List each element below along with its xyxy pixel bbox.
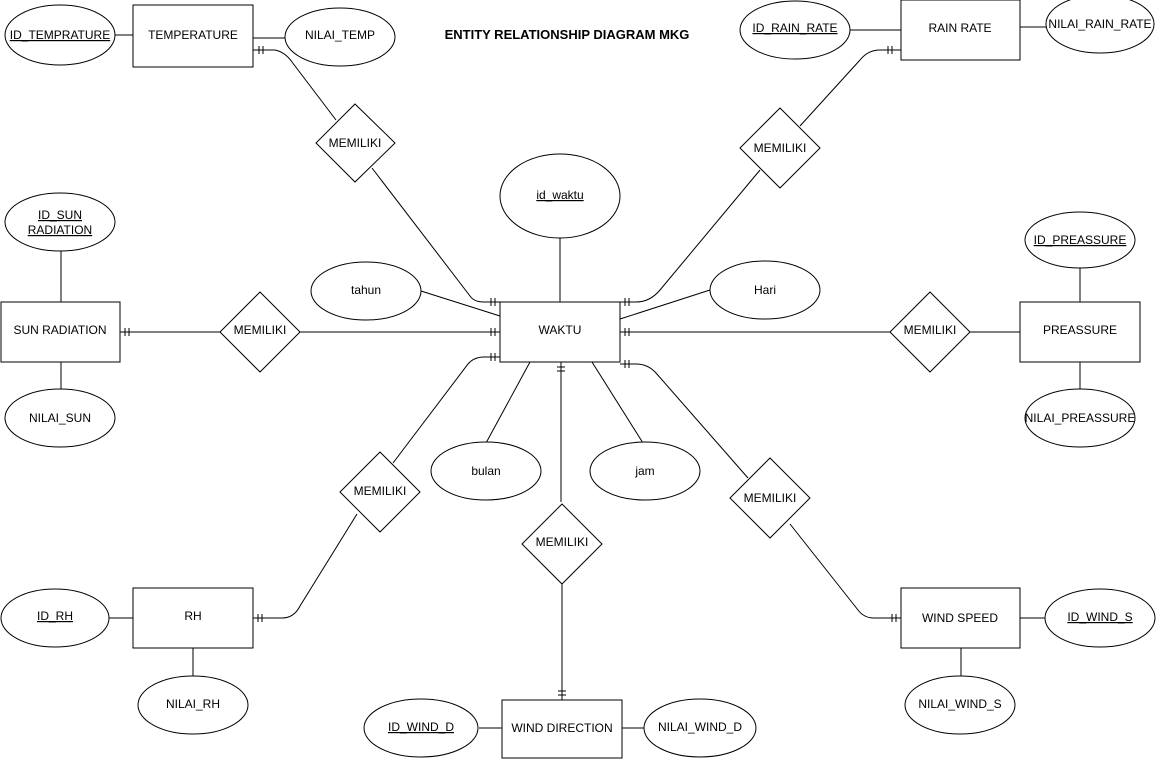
attr-id-preassure[interactable]: ID_PREASSURE <box>1024 211 1136 269</box>
attr-nilai-wind-s[interactable]: NILAI_WIND_S <box>904 675 1016 735</box>
relationship-wind-direction-label: MEMILIKI <box>536 535 589 549</box>
relationship-rh[interactable]: MEMILIKI <box>339 451 421 533</box>
relationship-rain-rate[interactable]: MEMILIKI <box>739 107 821 189</box>
diagram-title: ENTITY RELATIONSHIP DIAGRAM MKG <box>445 27 690 42</box>
entity-wind-direction-label: WIND DIRECTION <box>511 721 612 735</box>
attr-nilai-wind-s-label: NILAI_WIND_S <box>918 697 1001 711</box>
attr-id-wind-s[interactable]: ID_WIND_S <box>1044 588 1156 648</box>
edge-rel-waktu-temp <box>371 167 500 303</box>
edge-rel-windspeed <box>789 523 901 619</box>
entity-temperature[interactable]: TEMPERATURE <box>132 4 254 68</box>
attr-id-sun-radiation[interactable]: ID_SUN RADIATION <box>4 192 116 252</box>
attr-id-wind-d-label: ID_WIND_D <box>388 720 454 734</box>
entity-sun-radiation-label: SUN RADIATION <box>13 323 106 337</box>
entity-rh-label: RH <box>184 609 201 623</box>
attr-bulan-label: bulan <box>471 464 500 478</box>
attr-id-waktu[interactable]: id_waktu <box>499 153 621 239</box>
relationship-preassure[interactable]: MEMILIKI <box>889 291 971 373</box>
attr-nilai-sun-label: NILAI_SUN <box>29 411 91 425</box>
relationship-wind-direction[interactable]: MEMILIKI <box>521 503 603 585</box>
connectors <box>60 26 1081 729</box>
attr-id-rh[interactable]: ID_RH <box>0 588 110 648</box>
cardinality-marks <box>124 46 897 696</box>
entity-rain-rate[interactable]: RAIN RATE <box>900 0 1021 61</box>
relationship-preassure-label: MEMILIKI <box>904 323 957 337</box>
relationship-temperature[interactable]: MEMILIKI <box>315 103 396 183</box>
relationship-wind-speed[interactable]: MEMILIKI <box>729 457 811 539</box>
attr-bulan[interactable]: bulan <box>430 441 542 501</box>
relationship-rain-rate-label: MEMILIKI <box>754 141 807 155</box>
attr-hari-label: Hari <box>754 283 776 297</box>
entity-wind-direction[interactable]: WIND DIRECTION <box>501 699 623 759</box>
attr-id-rain-rate[interactable]: ID_RAIN_RATE <box>739 0 851 60</box>
attr-id-temprature-label: ID_TEMPRATURE <box>10 28 110 42</box>
entity-wind-speed[interactable]: WIND SPEED <box>900 587 1021 649</box>
attr-nilai-preassure[interactable]: NILAI_PREASSURE <box>1024 388 1136 448</box>
attr-nilai-preassure-label: NILAI_PREASSURE <box>1025 411 1136 425</box>
attr-id-sun-line1: ID_SUN <box>38 208 82 222</box>
relationship-rh-label: MEMILIKI <box>354 484 407 498</box>
attr-nilai-temp[interactable]: NILAI_TEMP <box>284 7 396 67</box>
attr-nilai-rain-rate-label: NILAI_RAIN_RATE <box>1048 17 1151 31</box>
entity-wind-speed-label: WIND SPEED <box>922 611 998 625</box>
attr-id-temprature[interactable]: ID_TEMPRATURE <box>4 4 116 66</box>
entity-waktu-label: WAKTU <box>539 323 582 337</box>
relationship-sun-radiation[interactable]: MEMILIKI <box>219 291 301 373</box>
attr-tahun[interactable]: tahun <box>310 261 422 321</box>
edge-temp-rel <box>253 49 337 121</box>
attr-id-preassure-label: ID_PREASSURE <box>1034 233 1127 247</box>
entity-waktu[interactable]: WAKTU <box>499 301 621 363</box>
relationship-wind-speed-label: MEMILIKI <box>744 491 797 505</box>
attr-nilai-rh[interactable]: NILAI_RH <box>137 675 249 735</box>
attr-jam[interactable]: jam <box>589 441 701 501</box>
attr-nilai-wind-d-label: NILAI_WIND_D <box>658 720 742 734</box>
entity-preassure-label: PREASSURE <box>1043 323 1117 337</box>
entity-sun-radiation[interactable]: SUN RADIATION <box>0 301 121 363</box>
edge-waktu-rel-windspeed <box>620 363 749 479</box>
attr-hari[interactable]: Hari <box>709 260 821 320</box>
edge-waktu-bulan <box>485 361 531 444</box>
entity-rh[interactable]: RH <box>132 587 254 649</box>
edge-waktu-jam <box>591 361 644 444</box>
attr-nilai-rh-label: NILAI_RH <box>166 697 220 711</box>
edge-rel-rh <box>253 513 358 619</box>
attr-nilai-wind-d[interactable]: NILAI_WIND_D <box>643 698 757 758</box>
entity-rain-rate-label: RAIN RATE <box>928 21 991 35</box>
edge-rain-rel <box>799 49 901 127</box>
edge-waktu-rel-rh <box>392 356 500 464</box>
edge-rel-waktu-rain <box>620 169 761 303</box>
entity-temperature-label: TEMPERATURE <box>148 28 238 42</box>
attr-id-waktu-label: id_waktu <box>536 188 583 202</box>
relationship-temperature-label: MEMILIKI <box>329 136 382 150</box>
attr-nilai-rain-rate[interactable]: NILAI_RAIN_RATE <box>1045 0 1155 54</box>
attr-id-rain-rate-label: ID_RAIN_RATE <box>752 21 837 35</box>
attr-tahun-label: tahun <box>351 283 381 297</box>
attr-jam-label: jam <box>634 464 654 478</box>
attr-id-sun-line2: RADIATION <box>28 223 92 237</box>
edge-waktu-tahun <box>420 290 501 317</box>
attr-id-wind-s-label: ID_WIND_S <box>1067 610 1132 624</box>
attr-nilai-sun[interactable]: NILAI_SUN <box>4 388 116 448</box>
edge-waktu-hari <box>619 289 711 320</box>
attr-nilai-temp-label: NILAI_TEMP <box>305 28 375 42</box>
relationship-sun-radiation-label: MEMILIKI <box>234 323 287 337</box>
entity-preassure[interactable]: PREASSURE <box>1019 301 1141 363</box>
attr-id-rh-label: ID_RH <box>37 609 73 623</box>
attr-id-wind-d[interactable]: ID_WIND_D <box>363 698 479 758</box>
